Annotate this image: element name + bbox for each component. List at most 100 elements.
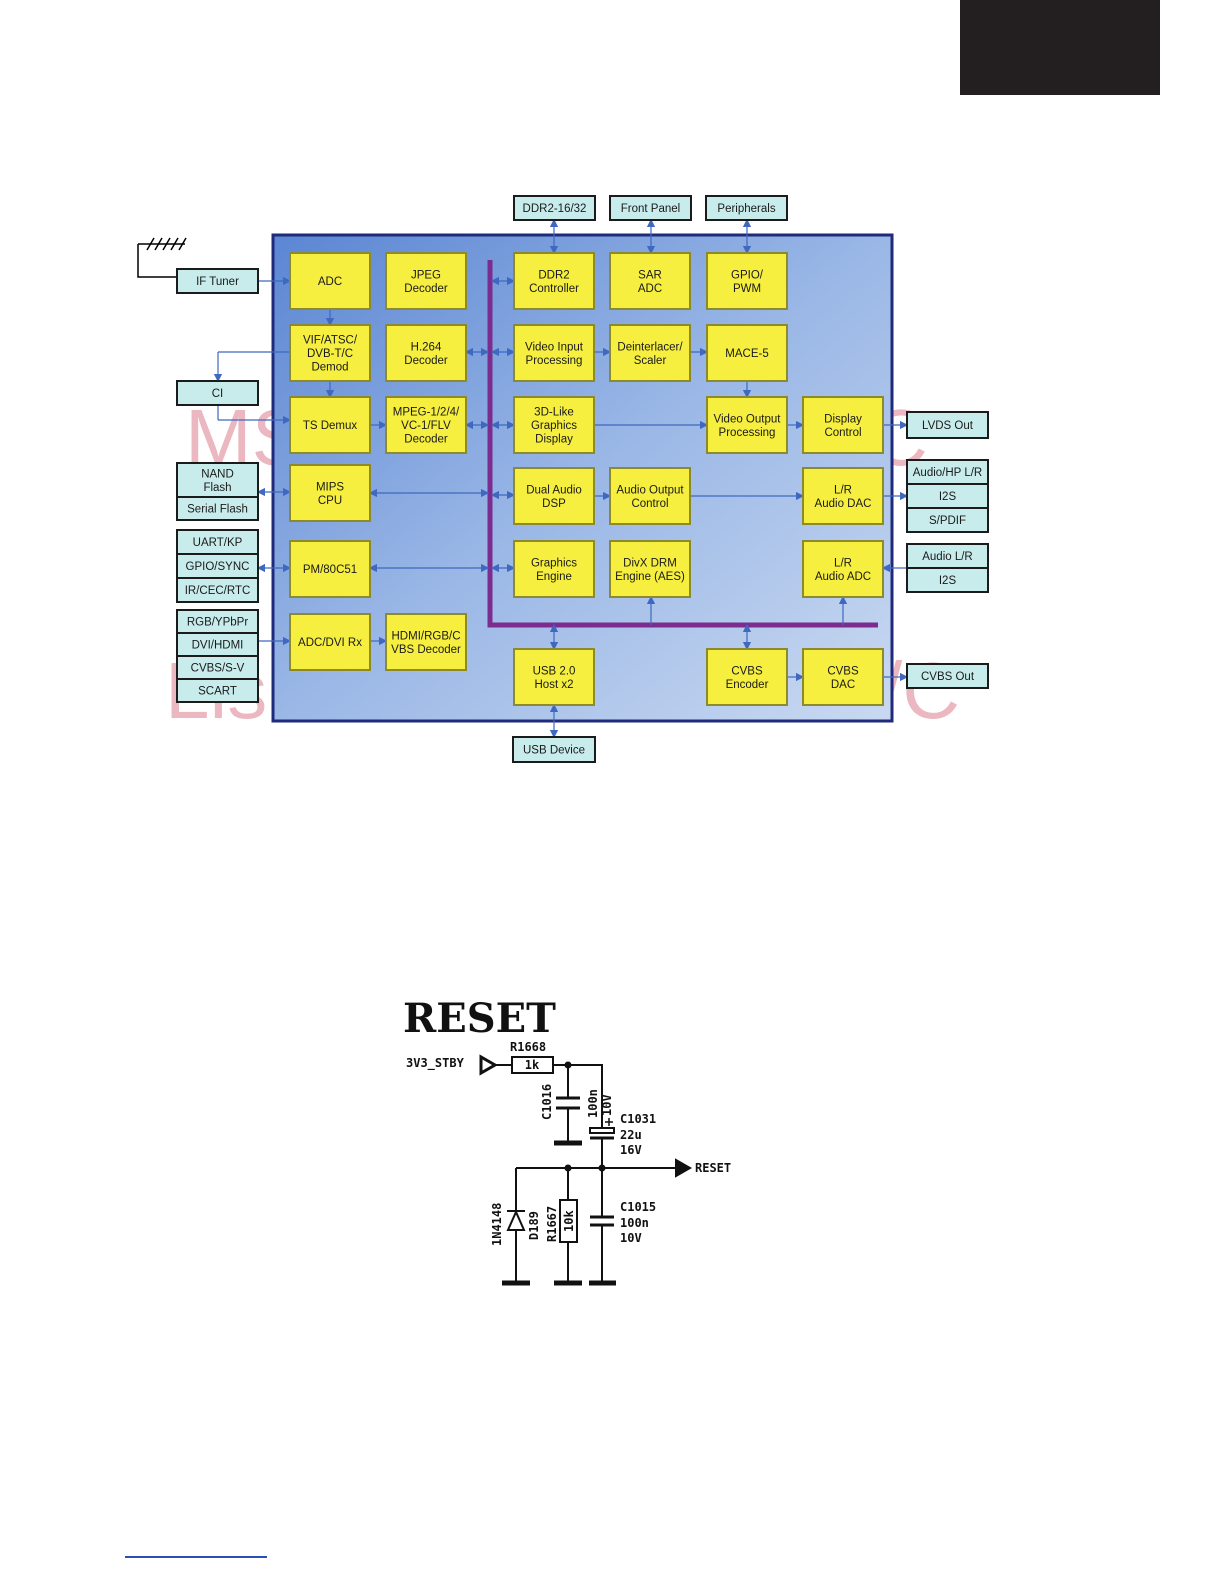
ddr2-controller-label: Controller bbox=[529, 283, 579, 295]
d189-part: 1N4148 bbox=[490, 1203, 504, 1246]
mace5-box bbox=[706, 324, 788, 382]
r1667-ref: R1667 bbox=[545, 1206, 559, 1242]
lr-audio-adc-label: Audio ADC bbox=[815, 571, 871, 583]
c1031-ref: C1031 bbox=[620, 1112, 656, 1126]
jpeg-decoder-label: JPEG bbox=[411, 269, 441, 281]
h264-decoder-label: H.264 bbox=[411, 341, 442, 353]
audio-output-control-label: Audio Output bbox=[616, 484, 684, 496]
rgb-ypbpr-label: RGB/YPbPr bbox=[187, 617, 249, 629]
output-port-icon bbox=[675, 1158, 693, 1178]
c1015-ref: C1015 bbox=[620, 1200, 656, 1214]
lr-audio-adc-label: L/R bbox=[834, 557, 852, 569]
c1031-voltage: 16V bbox=[620, 1143, 642, 1157]
ci-box bbox=[176, 380, 259, 406]
hdmi-decoder-label: VBS Decoder bbox=[391, 644, 461, 656]
h264-decoder-label: Decoder bbox=[404, 355, 448, 367]
schematic-wires bbox=[495, 1064, 676, 1282]
serial-flash-block: Serial Flash bbox=[176, 496, 259, 521]
ts-demux-box bbox=[289, 396, 371, 454]
graphics-display-label: Graphics bbox=[531, 420, 577, 432]
i2s-in-label: I2S bbox=[939, 575, 957, 587]
gpio-sync-block: GPIO/SYNC bbox=[176, 553, 259, 579]
cvbs-out-block: CVBS Out bbox=[906, 663, 989, 689]
cvbs-encoder-block: CVBS Encoder bbox=[706, 648, 788, 706]
lr-audio-dac-label: Audio DAC bbox=[815, 498, 872, 510]
ci-label: CI bbox=[212, 388, 224, 400]
cvbs-dac-label: DAC bbox=[831, 679, 855, 691]
scart-label: SCART bbox=[198, 686, 237, 698]
divx-drm-label: Engine (AES) bbox=[615, 571, 685, 583]
dvi-hdmi-block: DVI/HDMI bbox=[176, 632, 259, 657]
corner-tab bbox=[960, 0, 1160, 95]
hdmi-decoder-label: HDMI/RGB/C bbox=[392, 630, 461, 642]
c1015-voltage: 10V bbox=[620, 1231, 642, 1245]
r1667-resistor bbox=[559, 1199, 578, 1243]
if-tuner-box bbox=[176, 268, 259, 294]
spdif-block: S/PDIF bbox=[906, 507, 989, 533]
deinterlacer-scaler-block: Deinterlacer/Scaler bbox=[609, 324, 691, 382]
cvbs-dac-box bbox=[802, 648, 884, 706]
pm-80c51-box bbox=[289, 540, 371, 598]
sar-adc-label: SAR bbox=[638, 269, 662, 281]
ci-block: CI bbox=[176, 380, 259, 406]
vif-demod-label: VIF/ATSC/ bbox=[303, 335, 358, 347]
i2s-in-box bbox=[906, 567, 989, 593]
r1668-resistor bbox=[511, 1056, 554, 1074]
front-panel-block: Front Panel bbox=[609, 195, 692, 221]
usb-host-label: USB 2.0 bbox=[533, 665, 576, 677]
r1668-value: 1k bbox=[525, 1058, 540, 1072]
ddr2-1632-box bbox=[513, 195, 596, 221]
usb-device-block: USB Device bbox=[512, 736, 596, 763]
peripherals-box bbox=[705, 195, 788, 221]
audio-lr-in-block: Audio L/R bbox=[906, 543, 989, 569]
deinterlacer-scaler-label: Scaler bbox=[634, 355, 667, 367]
gpio-pwm-block: GPIO/PWM bbox=[706, 252, 788, 310]
adc-dvi-rx-block: ADC/DVI Rx bbox=[289, 613, 371, 671]
nand-flash-label: Flash bbox=[203, 482, 231, 494]
cvbs-out-box bbox=[906, 663, 989, 689]
h264-decoder-box bbox=[385, 324, 467, 382]
scart-box bbox=[176, 678, 259, 703]
video-output-processing-label: Video Output bbox=[714, 413, 782, 425]
graphics-display-box bbox=[513, 396, 595, 454]
cvbs-dac-label: CVBS bbox=[827, 665, 859, 677]
ddr2-1632-label: DDR2-16/32 bbox=[523, 203, 587, 215]
mpeg-decoder-label: MPEG-1/2/4/ bbox=[393, 407, 460, 419]
d189-ref: D189 bbox=[527, 1211, 541, 1240]
gpio-pwm-label: GPIO/ bbox=[731, 269, 764, 281]
serial-flash-box bbox=[176, 496, 259, 521]
mips-cpu-label: MIPS bbox=[316, 481, 344, 493]
c1016-voltage: 10V bbox=[600, 1094, 614, 1116]
c1016-value: 100n bbox=[586, 1089, 600, 1118]
c1016-ref: C1016 bbox=[540, 1084, 554, 1120]
c1015-value: 100n bbox=[620, 1216, 649, 1230]
cvbs-out-label: CVBS Out bbox=[921, 671, 975, 683]
junction-dot bbox=[564, 1061, 572, 1069]
i2s-out-box bbox=[906, 483, 989, 509]
front-panel-box bbox=[609, 195, 692, 221]
video-output-processing-label: Processing bbox=[719, 427, 776, 439]
cvbs-encoder-label: Encoder bbox=[726, 679, 769, 691]
nand-flash-label: NAND bbox=[201, 468, 234, 480]
mpeg-decoder-label: Decoder bbox=[404, 434, 448, 446]
reset-schematic: RESET 3V3_STBY 1k R1668 C1016 bbox=[403, 995, 731, 1286]
graphics-engine-box bbox=[513, 540, 595, 598]
adc-block: ADC bbox=[289, 252, 371, 310]
audio-output-control-label: Control bbox=[631, 498, 668, 510]
spdif-label: S/PDIF bbox=[929, 515, 966, 527]
cvbs-encoder-box bbox=[706, 648, 788, 706]
vif-demod-box bbox=[289, 324, 371, 382]
rgb-ypbpr-block: RGB/YPbPr bbox=[176, 609, 259, 634]
cvbs-encoder-label: CVBS bbox=[731, 665, 763, 677]
